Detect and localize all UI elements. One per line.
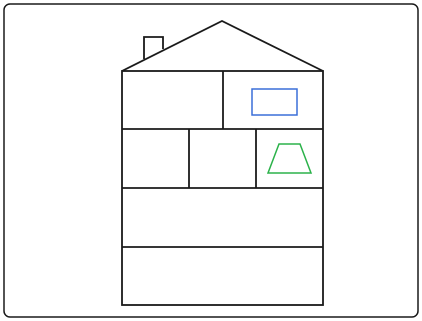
green-trapezoid (268, 144, 311, 173)
frame-border (4, 4, 418, 317)
roof (122, 21, 323, 71)
blue-rectangle (252, 89, 297, 115)
